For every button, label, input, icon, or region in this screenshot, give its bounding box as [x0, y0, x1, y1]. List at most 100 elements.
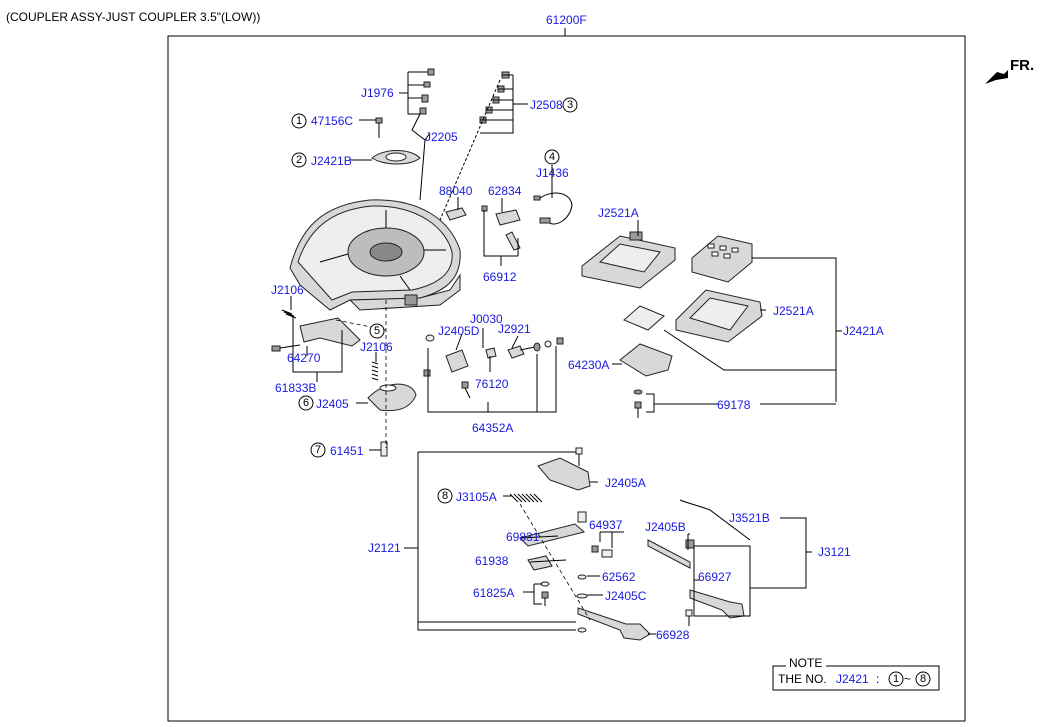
note-range-end-num: 8 [920, 673, 926, 685]
spring-J2106-a-icon [281, 309, 297, 319]
label-J2521A-mid[interactable]: J2521A [773, 304, 814, 318]
bracket-64270-icon [271, 317, 361, 352]
label-J2205[interactable]: J2205 [425, 130, 458, 144]
pad-J2521A-top-icon [581, 231, 676, 289]
label-64270[interactable]: 64270 [287, 351, 321, 365]
assembly-number[interactable]: 61200F [546, 13, 587, 27]
callout-3: 3 [562, 97, 578, 113]
label-J2421A[interactable]: J2421A [843, 324, 884, 338]
label-47156C[interactable]: 47156C [311, 114, 353, 128]
handle-J2405A-icon [537, 447, 591, 491]
svg-text:3: 3 [567, 99, 573, 111]
label-61825A[interactable]: 61825A [473, 586, 514, 600]
note-tilde: ~ [904, 672, 911, 686]
svg-text:1: 1 [296, 115, 302, 127]
svg-text:2: 2 [296, 154, 302, 166]
label-J3121[interactable]: J3121 [818, 545, 851, 559]
bracket-64230A-icon [619, 305, 673, 377]
label-J2106-a[interactable]: J2106 [271, 283, 304, 297]
label-J2405C[interactable]: J2405C [605, 589, 647, 603]
bolt-64937-icon [591, 545, 613, 558]
pin-61451-icon [380, 441, 388, 457]
label-J1436[interactable]: J1436 [536, 166, 569, 180]
label-61833B[interactable]: 61833B [275, 381, 316, 395]
label-76120[interactable]: 76120 [475, 377, 509, 391]
callout-7: 7 [310, 442, 326, 458]
label-64352A[interactable]: 64352A [472, 421, 513, 435]
front-label: FR. [1010, 57, 1034, 74]
diagram-frame [167, 35, 966, 722]
label-69831[interactable]: 69831 [506, 530, 540, 544]
block-J2405-icon [367, 383, 417, 412]
label-62834[interactable]: 62834 [488, 184, 522, 198]
label-J2421B[interactable]: J2421B [311, 154, 352, 168]
label-61451[interactable]: 61451 [330, 444, 364, 458]
coupler-top-plate [289, 199, 461, 311]
label-J2521A-top[interactable]: J2521A [598, 206, 639, 220]
label-64937[interactable]: 64937 [589, 518, 623, 532]
svg-text:5: 5 [374, 325, 380, 337]
callout-6: 6 [298, 395, 314, 411]
bracket-61938-icon [527, 555, 553, 571]
svg-text:6: 6 [303, 397, 309, 409]
label-66912[interactable]: 66912 [483, 270, 517, 284]
callout-4: 4 [544, 149, 560, 165]
label-J1976[interactable]: J1976 [361, 86, 394, 100]
plate-69831-icon [519, 511, 587, 547]
washer-62562-icon [577, 574, 587, 580]
label-J2405B[interactable]: J2405B [645, 520, 686, 534]
label-J0030[interactable]: J0030 [470, 312, 503, 326]
bracket-62834-icon [481, 205, 521, 251]
note-box: NOTE THE NO. J2421 : 1 ~ 8 [772, 656, 940, 691]
label-J2921[interactable]: J2921 [498, 322, 531, 336]
washer-J2405C-icon [576, 593, 588, 599]
clip-88040-icon [445, 207, 467, 221]
label-69178[interactable]: 69178 [717, 398, 751, 412]
label-J2405A[interactable]: J2405A [605, 476, 646, 490]
svg-text:4: 4 [549, 151, 555, 163]
label-66928[interactable]: 66928 [656, 628, 690, 642]
svg-text:7: 7 [315, 444, 321, 456]
note-title: NOTE [789, 656, 822, 670]
callout-2: 2 [291, 152, 307, 168]
label-J2121[interactable]: J2121 [368, 541, 401, 555]
note-ref[interactable]: J2421 [836, 672, 869, 686]
label-66927[interactable]: 66927 [698, 570, 732, 584]
note-text: THE NO. [778, 672, 827, 686]
label-J2106-b[interactable]: J2106 [360, 340, 393, 354]
label-J3105A[interactable]: J3105A [456, 490, 497, 504]
diagram-title: (COUPLER ASSY-JUST COUPLER 3.5"(LOW)) [6, 10, 260, 24]
handle-66928-icon [577, 607, 651, 641]
label-J2405D[interactable]: J2405D [438, 324, 480, 338]
bolt-69178-icon [633, 389, 643, 418]
callout-8: 8 [437, 488, 453, 504]
pad-J2421A-icon [691, 235, 753, 283]
leader-lines [290, 71, 842, 635]
spring-J3105A-icon [509, 493, 543, 503]
bolt-47156C-icon [375, 117, 383, 138]
label-J2405[interactable]: J2405 [316, 397, 349, 411]
svg-text:8: 8 [442, 490, 448, 502]
label-64230A[interactable]: 64230A [568, 358, 609, 372]
grease-line-J2205-icon [411, 113, 426, 201]
callout-5: 5 [369, 323, 385, 339]
label-62562[interactable]: 62562 [602, 570, 636, 584]
front-arrow-icon [985, 70, 1008, 84]
note-colon: : [876, 672, 879, 686]
label-61938[interactable]: 61938 [475, 554, 509, 568]
note-range-start-num: 1 [893, 673, 899, 685]
bolt-61825A-icon [540, 581, 550, 606]
label-J2508[interactable]: J2508 [530, 98, 563, 112]
note-range-end [915, 671, 931, 687]
spring-J2106-b-icon [371, 361, 379, 381]
label-88040[interactable]: 88040 [439, 184, 473, 198]
callout-1: 1 [291, 113, 307, 129]
latch-J2405D-icon [423, 334, 564, 399]
cable-J1436-icon [533, 192, 573, 225]
label-J3521B[interactable]: J3521B [729, 511, 770, 525]
note-range-start [888, 671, 904, 687]
fitting-J1976-icon [419, 68, 435, 115]
washer-J2421B-icon [371, 150, 421, 165]
handle-66927-icon [647, 539, 745, 626]
